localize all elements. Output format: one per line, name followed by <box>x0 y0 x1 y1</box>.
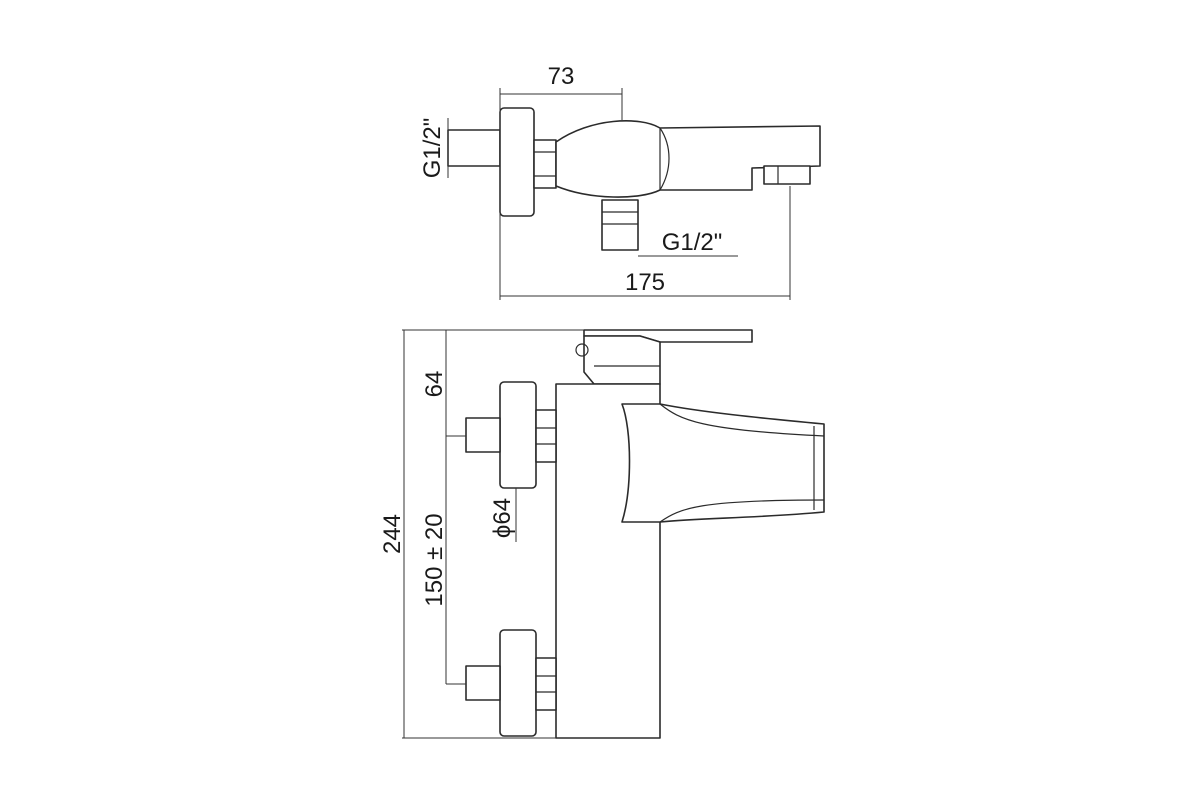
front-upper-flange <box>499 381 537 489</box>
top-hex-nut <box>533 139 557 189</box>
front-lower-nut <box>535 657 557 711</box>
front-lower-flange <box>499 629 537 737</box>
dim-150-label: 150 ± 20 <box>421 513 448 606</box>
front-lower-inlet <box>465 665 501 701</box>
dim-diameter-label: ϕ64 <box>489 498 516 538</box>
front-upper-inlet <box>465 417 501 453</box>
top-wall-flange <box>499 107 535 217</box>
thread-bottom-label: G1/2" <box>662 229 723 256</box>
dim-64-label: 64 <box>421 371 448 398</box>
top-spout-outlet <box>763 165 811 185</box>
top-outlet-connector <box>601 199 639 251</box>
top-inlet-connector <box>447 129 501 167</box>
top-view: 73 175 G1/2" G1/2" <box>419 63 821 300</box>
dim-73-label: 73 <box>548 63 575 90</box>
top-mixer-body <box>555 120 821 198</box>
dim-244-label: 244 <box>379 514 406 554</box>
front-spout <box>621 403 825 523</box>
dim-175-label: 175 <box>625 269 665 296</box>
front-upper-nut <box>535 409 557 463</box>
front-handle-base <box>583 335 661 385</box>
front-view: 244 64 150 ± 20 ϕ64 <box>379 329 825 739</box>
thread-left-label: G1/2" <box>419 118 446 179</box>
